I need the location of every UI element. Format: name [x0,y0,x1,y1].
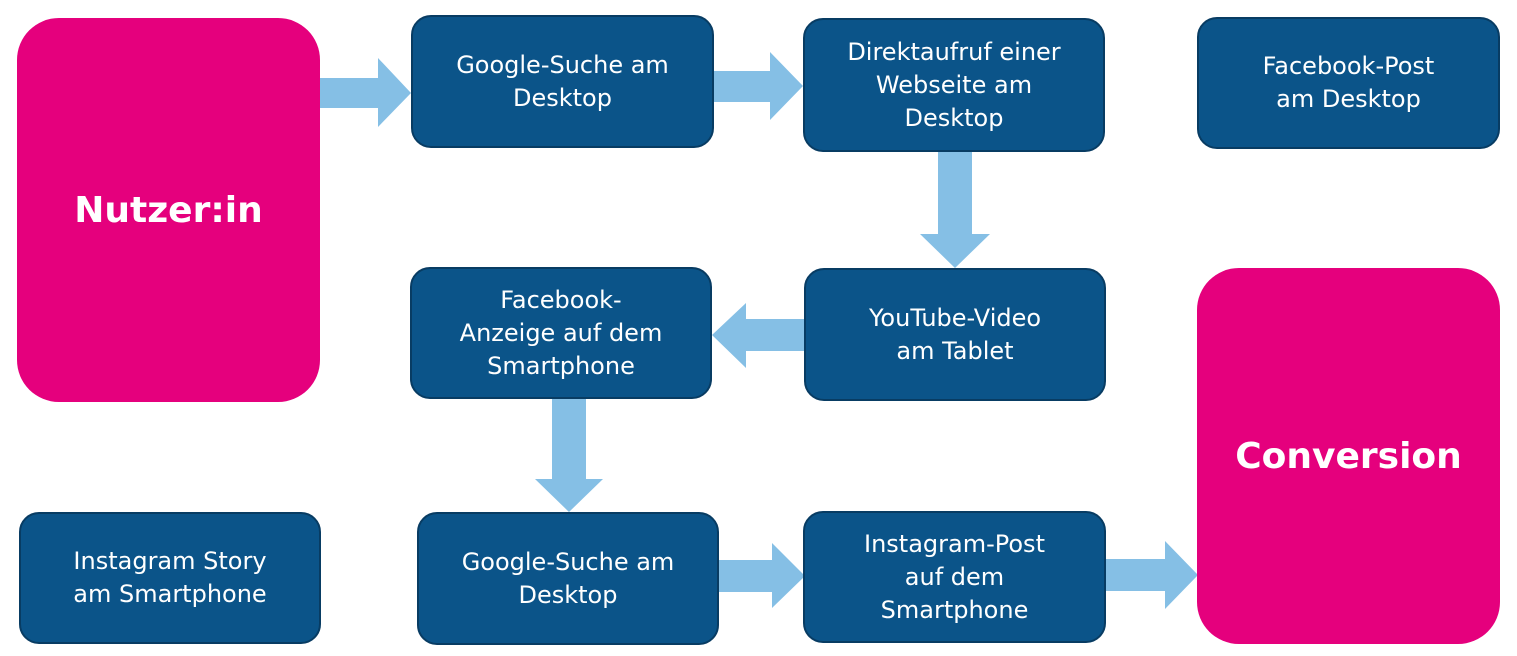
step-direct-visit-desktop: Direktaufruf einer Webseite am Desktop [803,18,1105,152]
step-facebook-post-desktop: Facebook-Post am Desktop [1197,17,1500,149]
arrow-right-2 [714,52,803,120]
start-node-user: Nutzer:in [17,18,320,402]
arrow-left-1 [712,303,804,368]
step-instagram-post-smartphone: Instagram-Post auf dem Smartphone [803,511,1106,643]
step-google-search-desktop: Google-Suche am Desktop [411,15,714,148]
arrow-right-3 [719,543,805,608]
arrow-down-1 [920,152,990,268]
end-node-conversion: Conversion [1197,268,1500,644]
step-facebook-ad-smartphone: Facebook- Anzeige auf dem Smartphone [410,267,712,399]
step-google-search-desktop-2: Google-Suche am Desktop [417,512,719,645]
arrow-down-2 [535,399,603,512]
step-youtube-video-tablet: YouTube-Video am Tablet [804,268,1106,401]
arrow-right-1 [320,58,411,127]
arrow-right-4 [1106,541,1198,609]
step-instagram-story-smartphone: Instagram Story am Smartphone [19,512,321,644]
